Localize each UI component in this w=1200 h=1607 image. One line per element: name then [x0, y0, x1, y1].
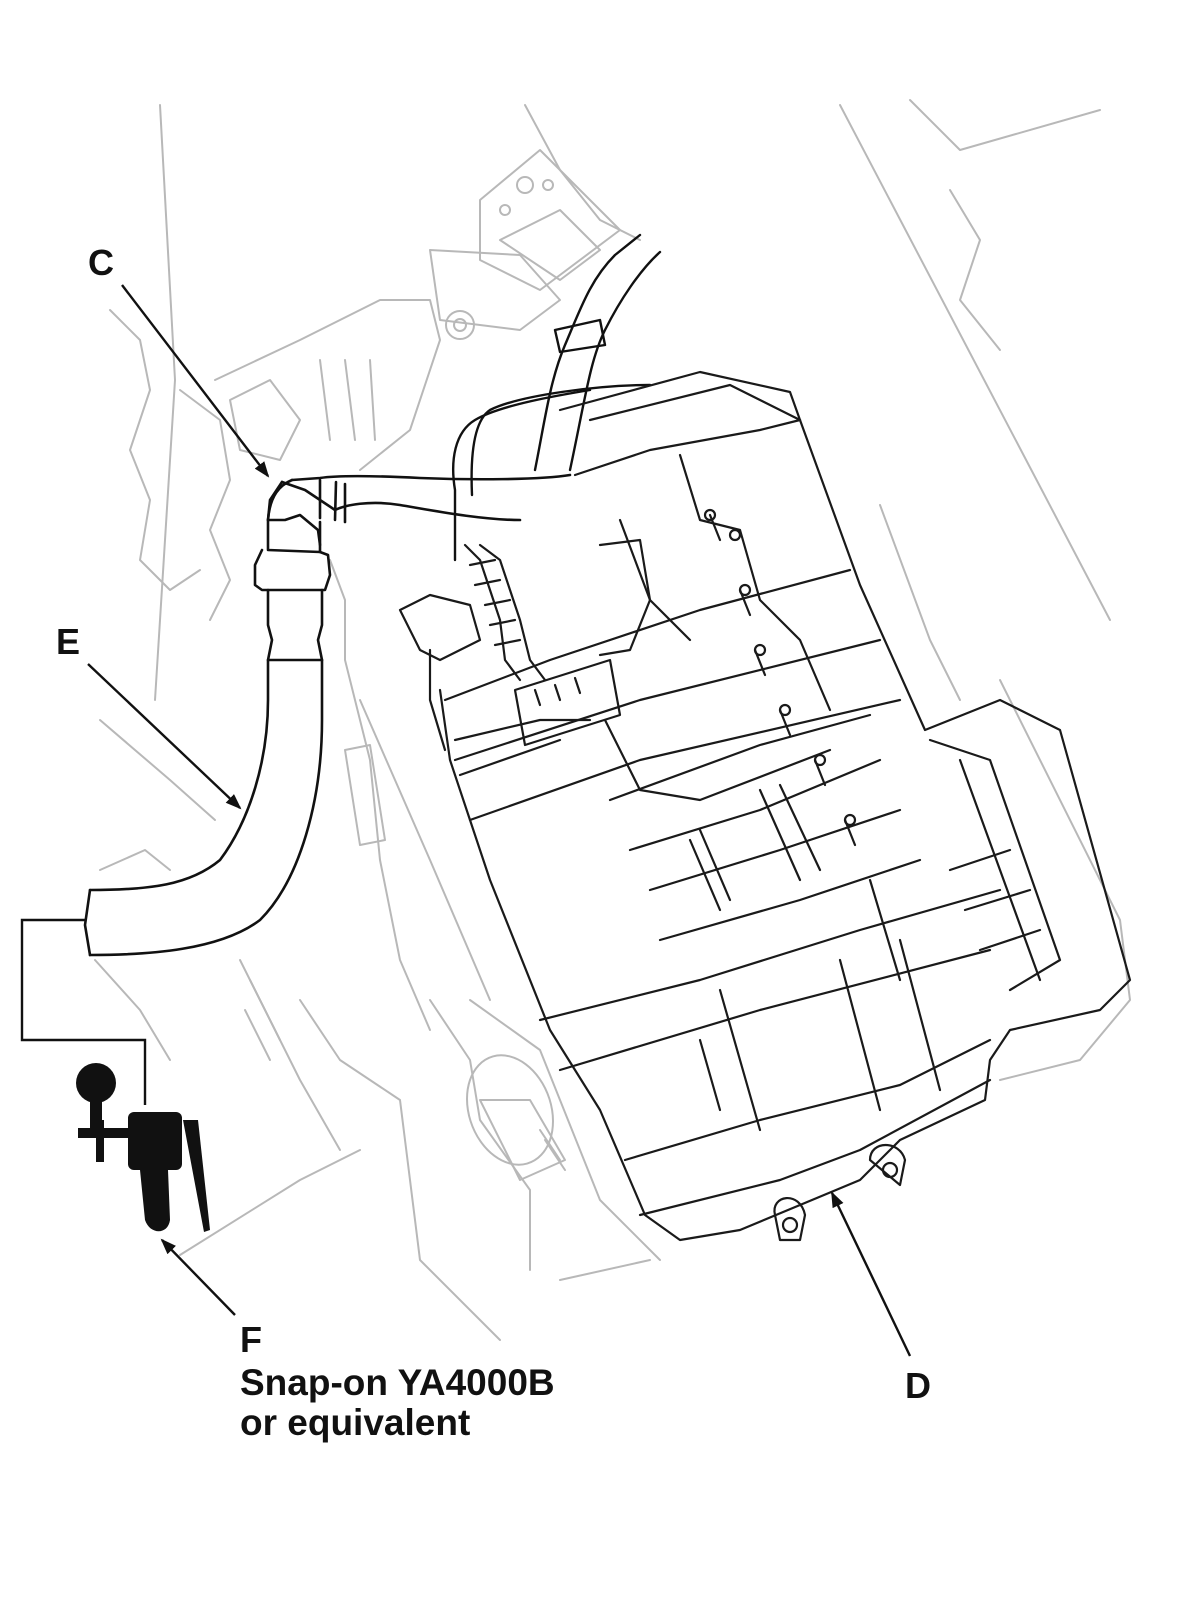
callout-e: E — [56, 621, 81, 662]
purge-hose-e — [83, 473, 572, 957]
callout-f-note-line2: or equivalent — [240, 1402, 471, 1443]
upper-vent-line — [452, 233, 662, 562]
callout-c: C — [88, 242, 114, 283]
leader-c — [121, 284, 270, 478]
callout-f: F — [240, 1319, 262, 1360]
vacuum-pump-f — [20, 918, 210, 1232]
leader-e — [87, 663, 242, 810]
callout-f-note-line1: Snap-on YA4000B — [240, 1362, 555, 1403]
background-body-structure — [94, 99, 1131, 1341]
leader-d — [830, 1191, 912, 1357]
evap-canister — [398, 370, 1132, 1242]
leader-f — [160, 1238, 236, 1316]
leader-lines — [87, 284, 912, 1357]
callout-d: D — [905, 1365, 931, 1406]
